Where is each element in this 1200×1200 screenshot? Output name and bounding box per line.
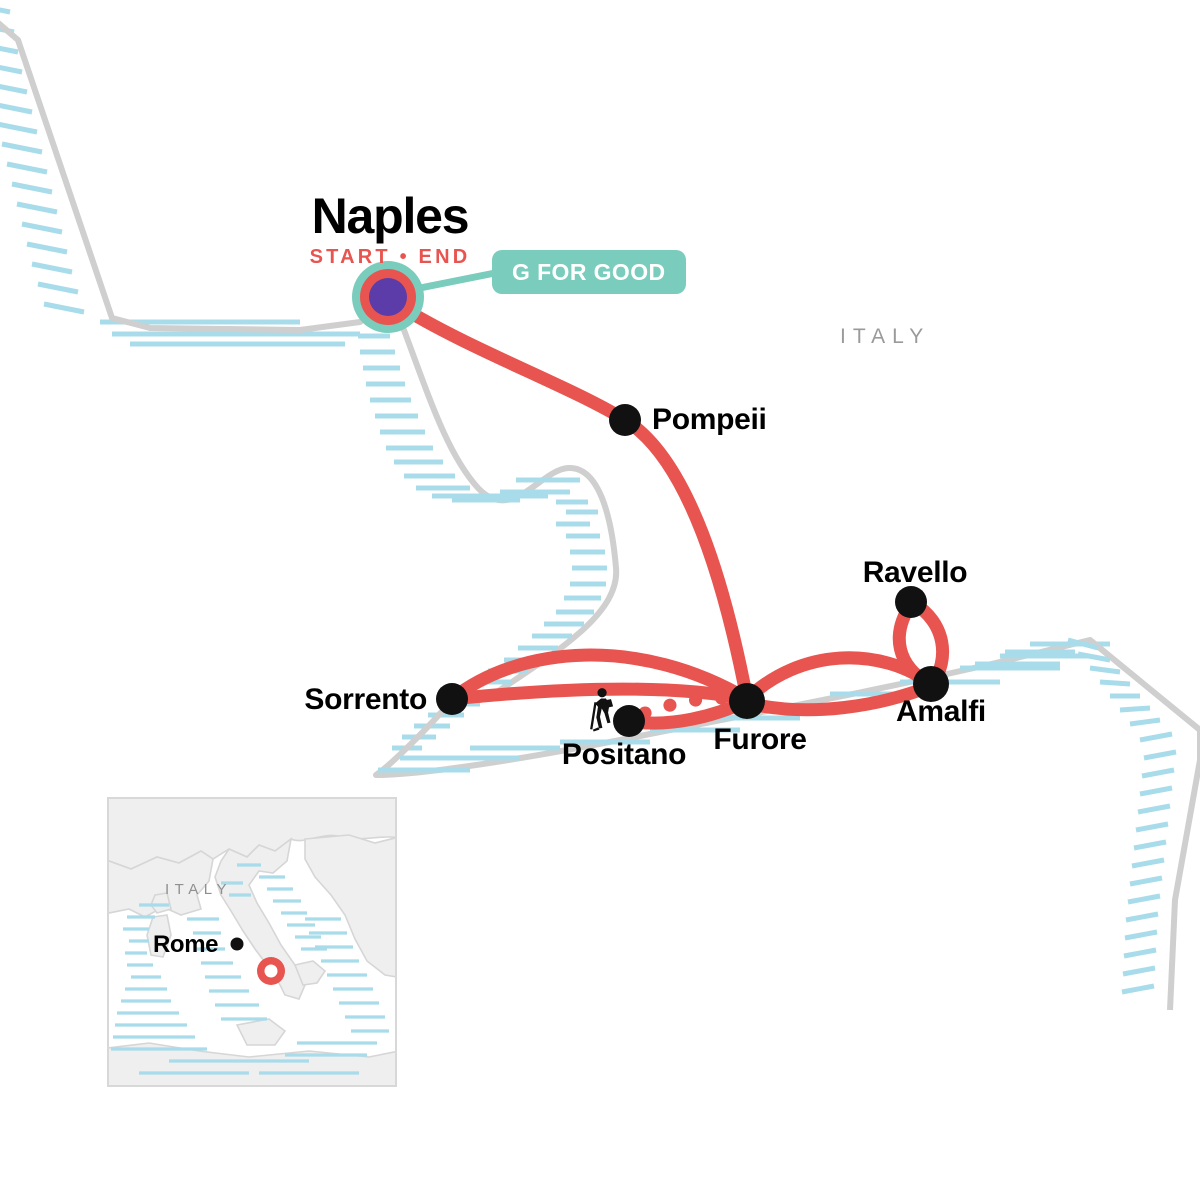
city-label-sorrento: Sorrento — [304, 683, 427, 716]
city-dot-pompeii[interactable] — [609, 404, 641, 436]
city-dot-positano[interactable] — [613, 705, 645, 737]
hatch-nw — [0, 7, 85, 315]
city-dot-sorrento[interactable] — [436, 683, 468, 715]
coastline-amalfi-shore — [373, 637, 1093, 778]
inset-capital-label: Rome — [153, 931, 219, 958]
route-furore-amalfi-lower — [740, 679, 938, 717]
city-label-pompeii: Pompeii — [652, 403, 767, 436]
inset-map[interactable]: ITALY Rome — [107, 797, 397, 1087]
city-dot-ravello[interactable] — [895, 586, 927, 618]
country-label: ITALY — [840, 325, 931, 348]
hiker-icon — [590, 688, 614, 732]
city-label-furore: Furore — [713, 723, 807, 756]
start-end-badge: START • END — [309, 246, 471, 268]
coastline-northwest — [0, 20, 390, 333]
naples-name: Naples — [311, 188, 470, 244]
city-label-ravello: Ravello — [862, 556, 968, 589]
hatch-amalfi-east — [975, 649, 1075, 667]
g-for-good-badge[interactable]: G FOR GOOD — [492, 250, 686, 294]
city-dot-furore[interactable] — [729, 683, 765, 719]
city-dots — [436, 404, 949, 737]
trail-positano-furore — [638, 691, 747, 720]
inset-rome-dot — [230, 937, 244, 951]
inset-region-marker — [257, 957, 285, 985]
route-sorrento-furore-upper — [445, 648, 754, 706]
hatch-east — [1067, 637, 1177, 995]
city-dot-amalfi[interactable] — [913, 666, 949, 702]
page-title: Naples START • END — [310, 190, 471, 269]
marker-naples[interactable] — [352, 261, 424, 333]
city-label-amalfi: Amalfi — [896, 695, 986, 728]
g-for-good-label: G FOR GOOD — [512, 258, 666, 285]
coastline-east — [1088, 637, 1200, 1011]
inset-water-hatch — [111, 863, 389, 1075]
city-label-positano: Positano — [561, 738, 687, 771]
inset-country-label: ITALY — [165, 881, 232, 898]
inset-geometry — [109, 799, 395, 1085]
